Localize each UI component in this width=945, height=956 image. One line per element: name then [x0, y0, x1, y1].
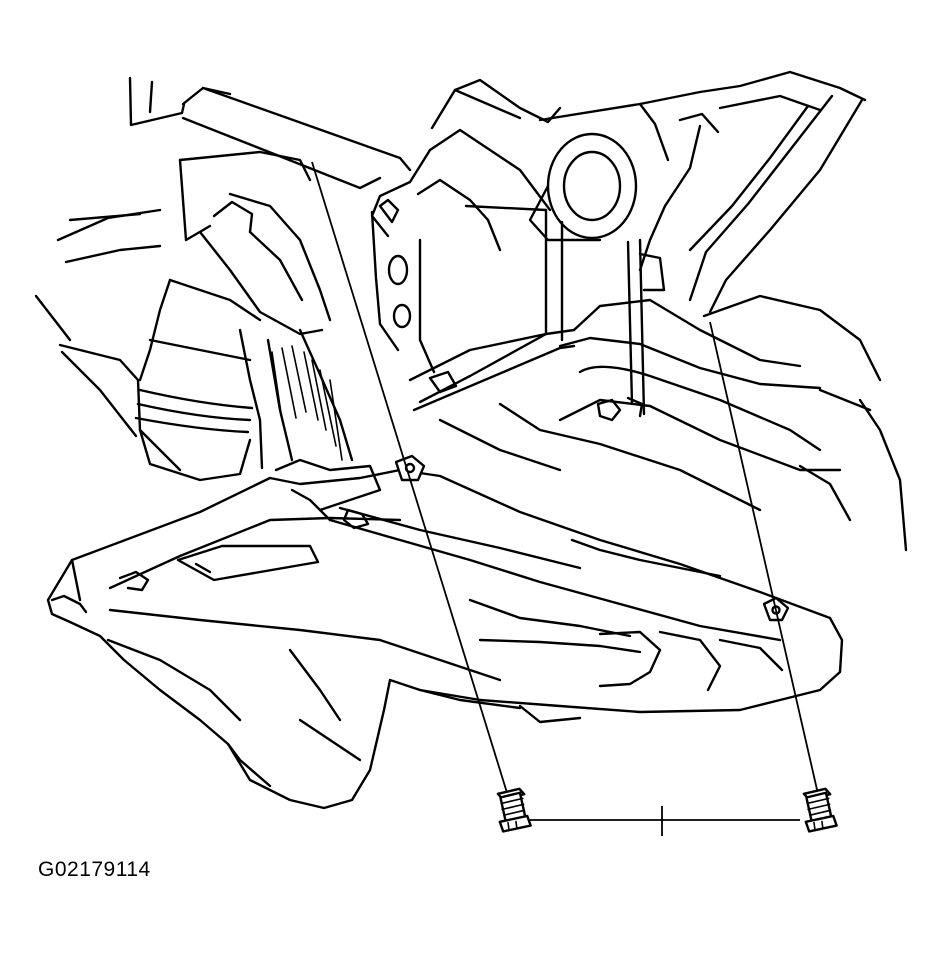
figure-id-label: G02179114 — [38, 858, 151, 881]
mount-point-front — [394, 454, 426, 482]
front-fastener-icon — [496, 787, 532, 833]
engine-assembly — [34, 70, 908, 552]
rear-fastener-icon — [802, 787, 838, 833]
leader-line-front — [311, 161, 509, 797]
leader-line-rear — [709, 321, 819, 795]
leader-lines — [311, 161, 819, 836]
lower-engine-splash-shield — [46, 458, 844, 810]
